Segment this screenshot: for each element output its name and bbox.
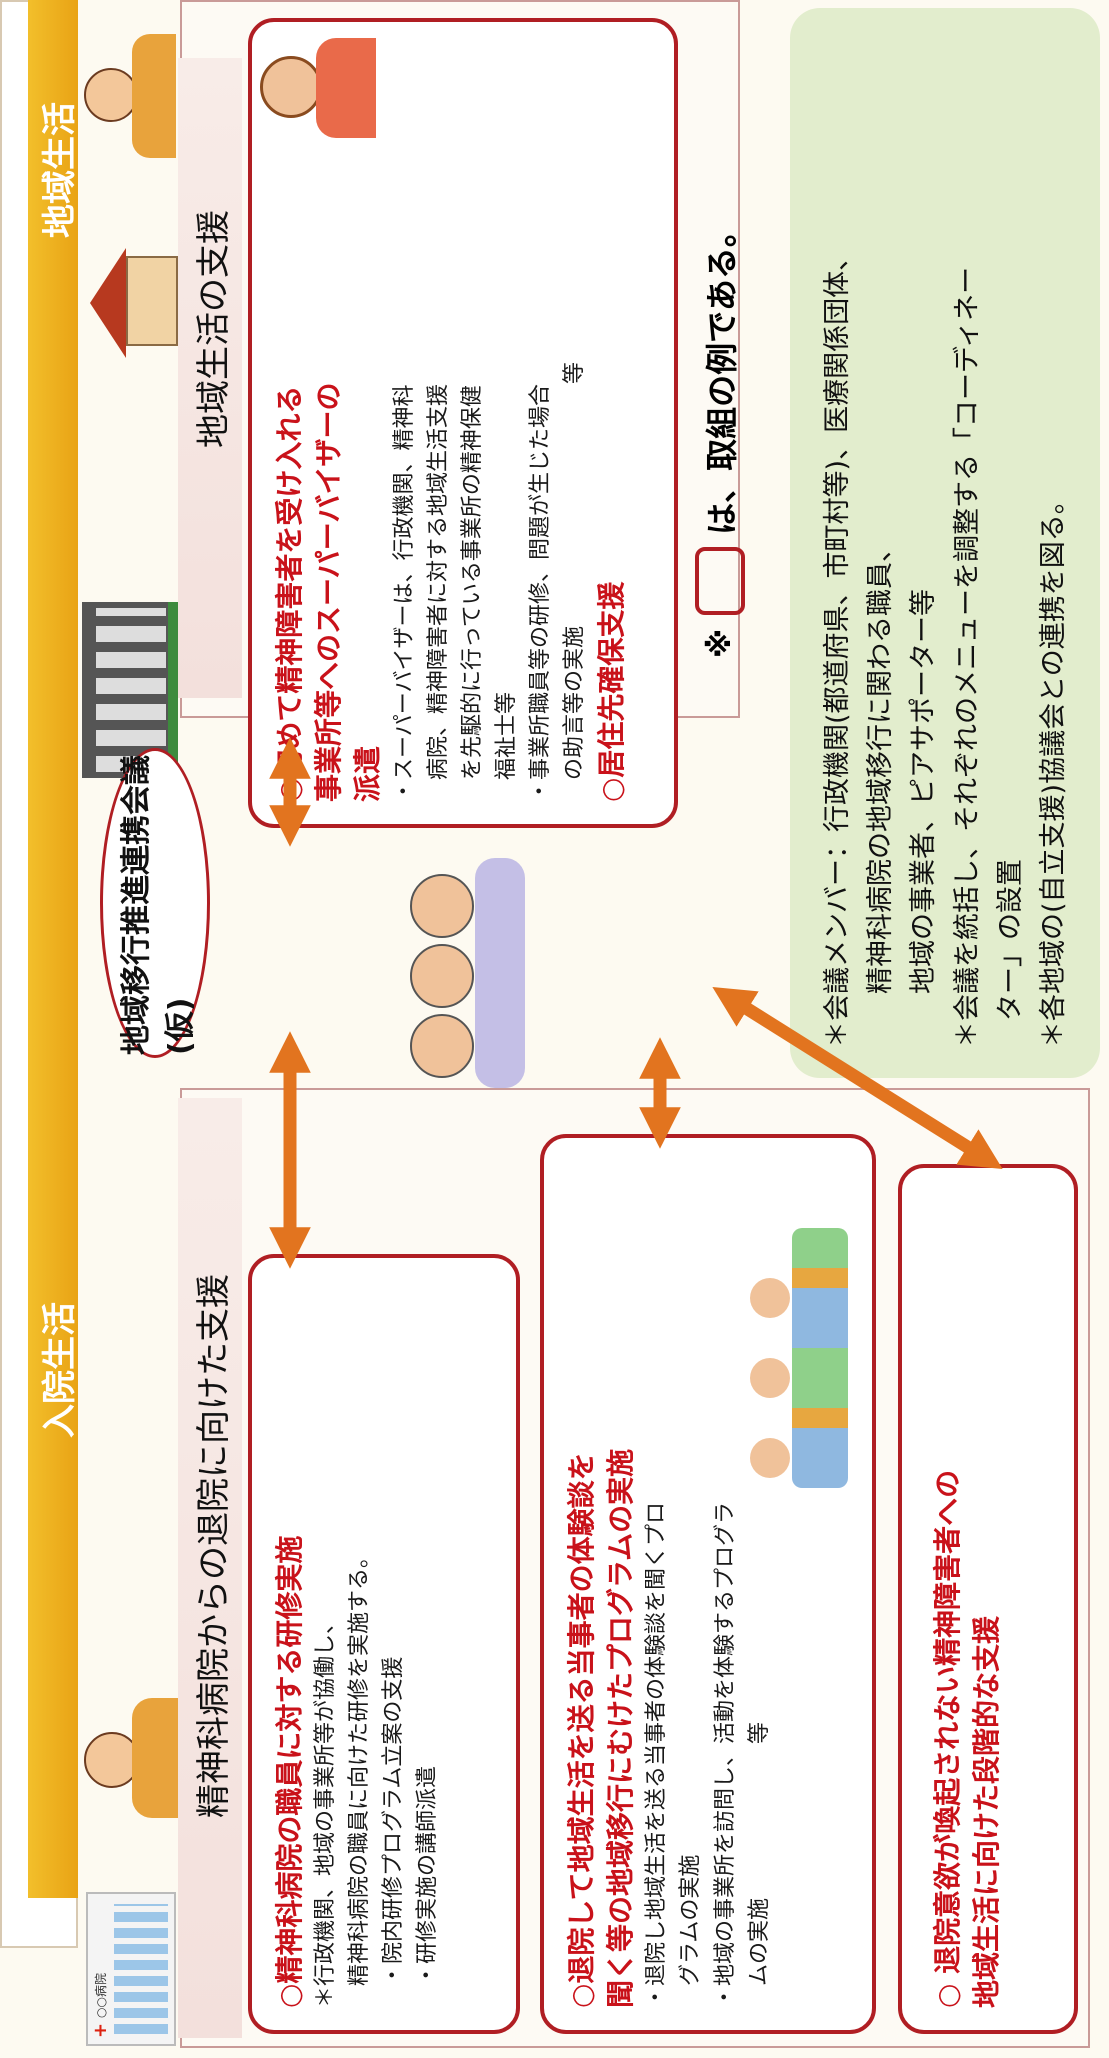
hospital-band-label: 入院生活 — [40, 1302, 80, 1438]
legend: ※ は、取組の例である。 — [690, 18, 750, 658]
walking-people-icon — [740, 1178, 860, 1498]
hospital-section-title: 精神科病院からの退院に向けた支援 — [193, 1274, 234, 1818]
meeting-people-icon — [380, 848, 530, 1098]
resident-icon — [84, 18, 176, 168]
council-oval: 地域移行推進連携会議(仮) — [100, 748, 210, 1058]
house-icon — [90, 248, 178, 358]
supporter-woman-icon — [250, 18, 380, 158]
program-heading: 聞く等の地域移行にむけたプログラムの実施 — [604, 1448, 638, 2008]
note-line: ＊各地域の(自立支援)協議会との連携を図る。 — [1037, 487, 1069, 1048]
hospital-band: 入院生活 — [28, 568, 78, 1898]
note-line: ＊会議メンバー：行政機関(都道府県、市町村等)、医療関係団体、 — [822, 243, 853, 1048]
legend-box-sample — [695, 546, 745, 615]
training-line: 精神科病院の職員に向けた研修を実施する。 — [347, 1545, 373, 2008]
stepwise-heading: ○ 退院意欲が喚起されない精神障害者への — [931, 1469, 964, 2008]
council-label: 地域移行推進連携会議(仮) — [119, 755, 198, 1055]
supervisor-line: ・事業所職員等の研修、問題が生じた場合 — [527, 383, 553, 802]
supervisor-line: 福祉士等 — [493, 691, 519, 802]
training-line: ・院内研修プログラム立案の支援 — [381, 1656, 407, 2008]
training-box: ○精神科病院の職員に対する研修実施 ＊行政機関、地域の事業所等が協働し、 精神科… — [248, 1254, 520, 2034]
supervisor-line: 病院、精神障害者に対する地域生活支援 — [425, 383, 451, 802]
stepwise-box: ○ 退院意欲が喚起されない精神障害者への 地域生活に向けた段階的な支援 — [898, 1164, 1078, 2034]
hospital-sign: ○○病院 — [94, 1973, 108, 2018]
program-line: ・退院し地域生活を送る当事者の体験談を聞くプロ — [644, 1501, 670, 2008]
hospital-section-title-bar: 精神科病院からの退院に向けた支援 — [178, 1098, 242, 2038]
community-band: 地域生活 — [28, 0, 78, 638]
legend-text: は、取組の例である。 — [703, 215, 741, 535]
community-section-title: 地域生活の支援 — [193, 210, 234, 448]
training-line: ・研修実施の講師派遣 — [415, 1765, 441, 2008]
stepwise-heading: 地域生活に向けた段階的な支援 — [970, 1615, 1004, 2008]
notes-box: ＊会議メンバー：行政機関(都道府県、市町村等)、医療関係団体、 精神科病院の地域… — [790, 8, 1100, 1078]
note-line: ター」の設置 — [994, 859, 1026, 1048]
doctor-icon — [84, 1688, 180, 1818]
hospital-building-icon: + ○○病院 — [86, 1892, 176, 2046]
supervisor-line: を先駆的に行っている事業所の精神保健 — [459, 385, 485, 802]
community-section-title-bar: 地域生活の支援 — [178, 58, 242, 698]
legend-mark: ※ — [702, 628, 738, 658]
supervisor-line: ・スーパーバイザーは、行政機関、精神科 — [391, 384, 417, 802]
note-line: 地域の事業者、ピアサポーター等 — [908, 589, 940, 1048]
program-line: ・地域の事業所を訪問し、活動を体験するプログラ — [712, 1501, 738, 2008]
training-heading: ○精神科病院の職員に対する研修実施 — [273, 1535, 306, 2008]
program-heading: ○退院して地域生活を送る当事者の体験談を — [565, 1452, 598, 2008]
program-line: グラムの実施 — [678, 1854, 704, 2008]
note-line: 精神科病院の地域移行に関わる職員、 — [865, 535, 897, 1048]
note-line: ＊会議を統括し、それぞれのメニューを調整する「コーディネー — [951, 266, 983, 1048]
community-band-label: 地域生活 — [40, 102, 80, 238]
supervisor-heading: ○居住先確保支援 — [595, 581, 629, 802]
training-line: ＊行政機関、地域の事業所等が協働し、 — [313, 1611, 339, 2008]
supervisor-line: の助言等の実施 等 — [562, 361, 588, 802]
